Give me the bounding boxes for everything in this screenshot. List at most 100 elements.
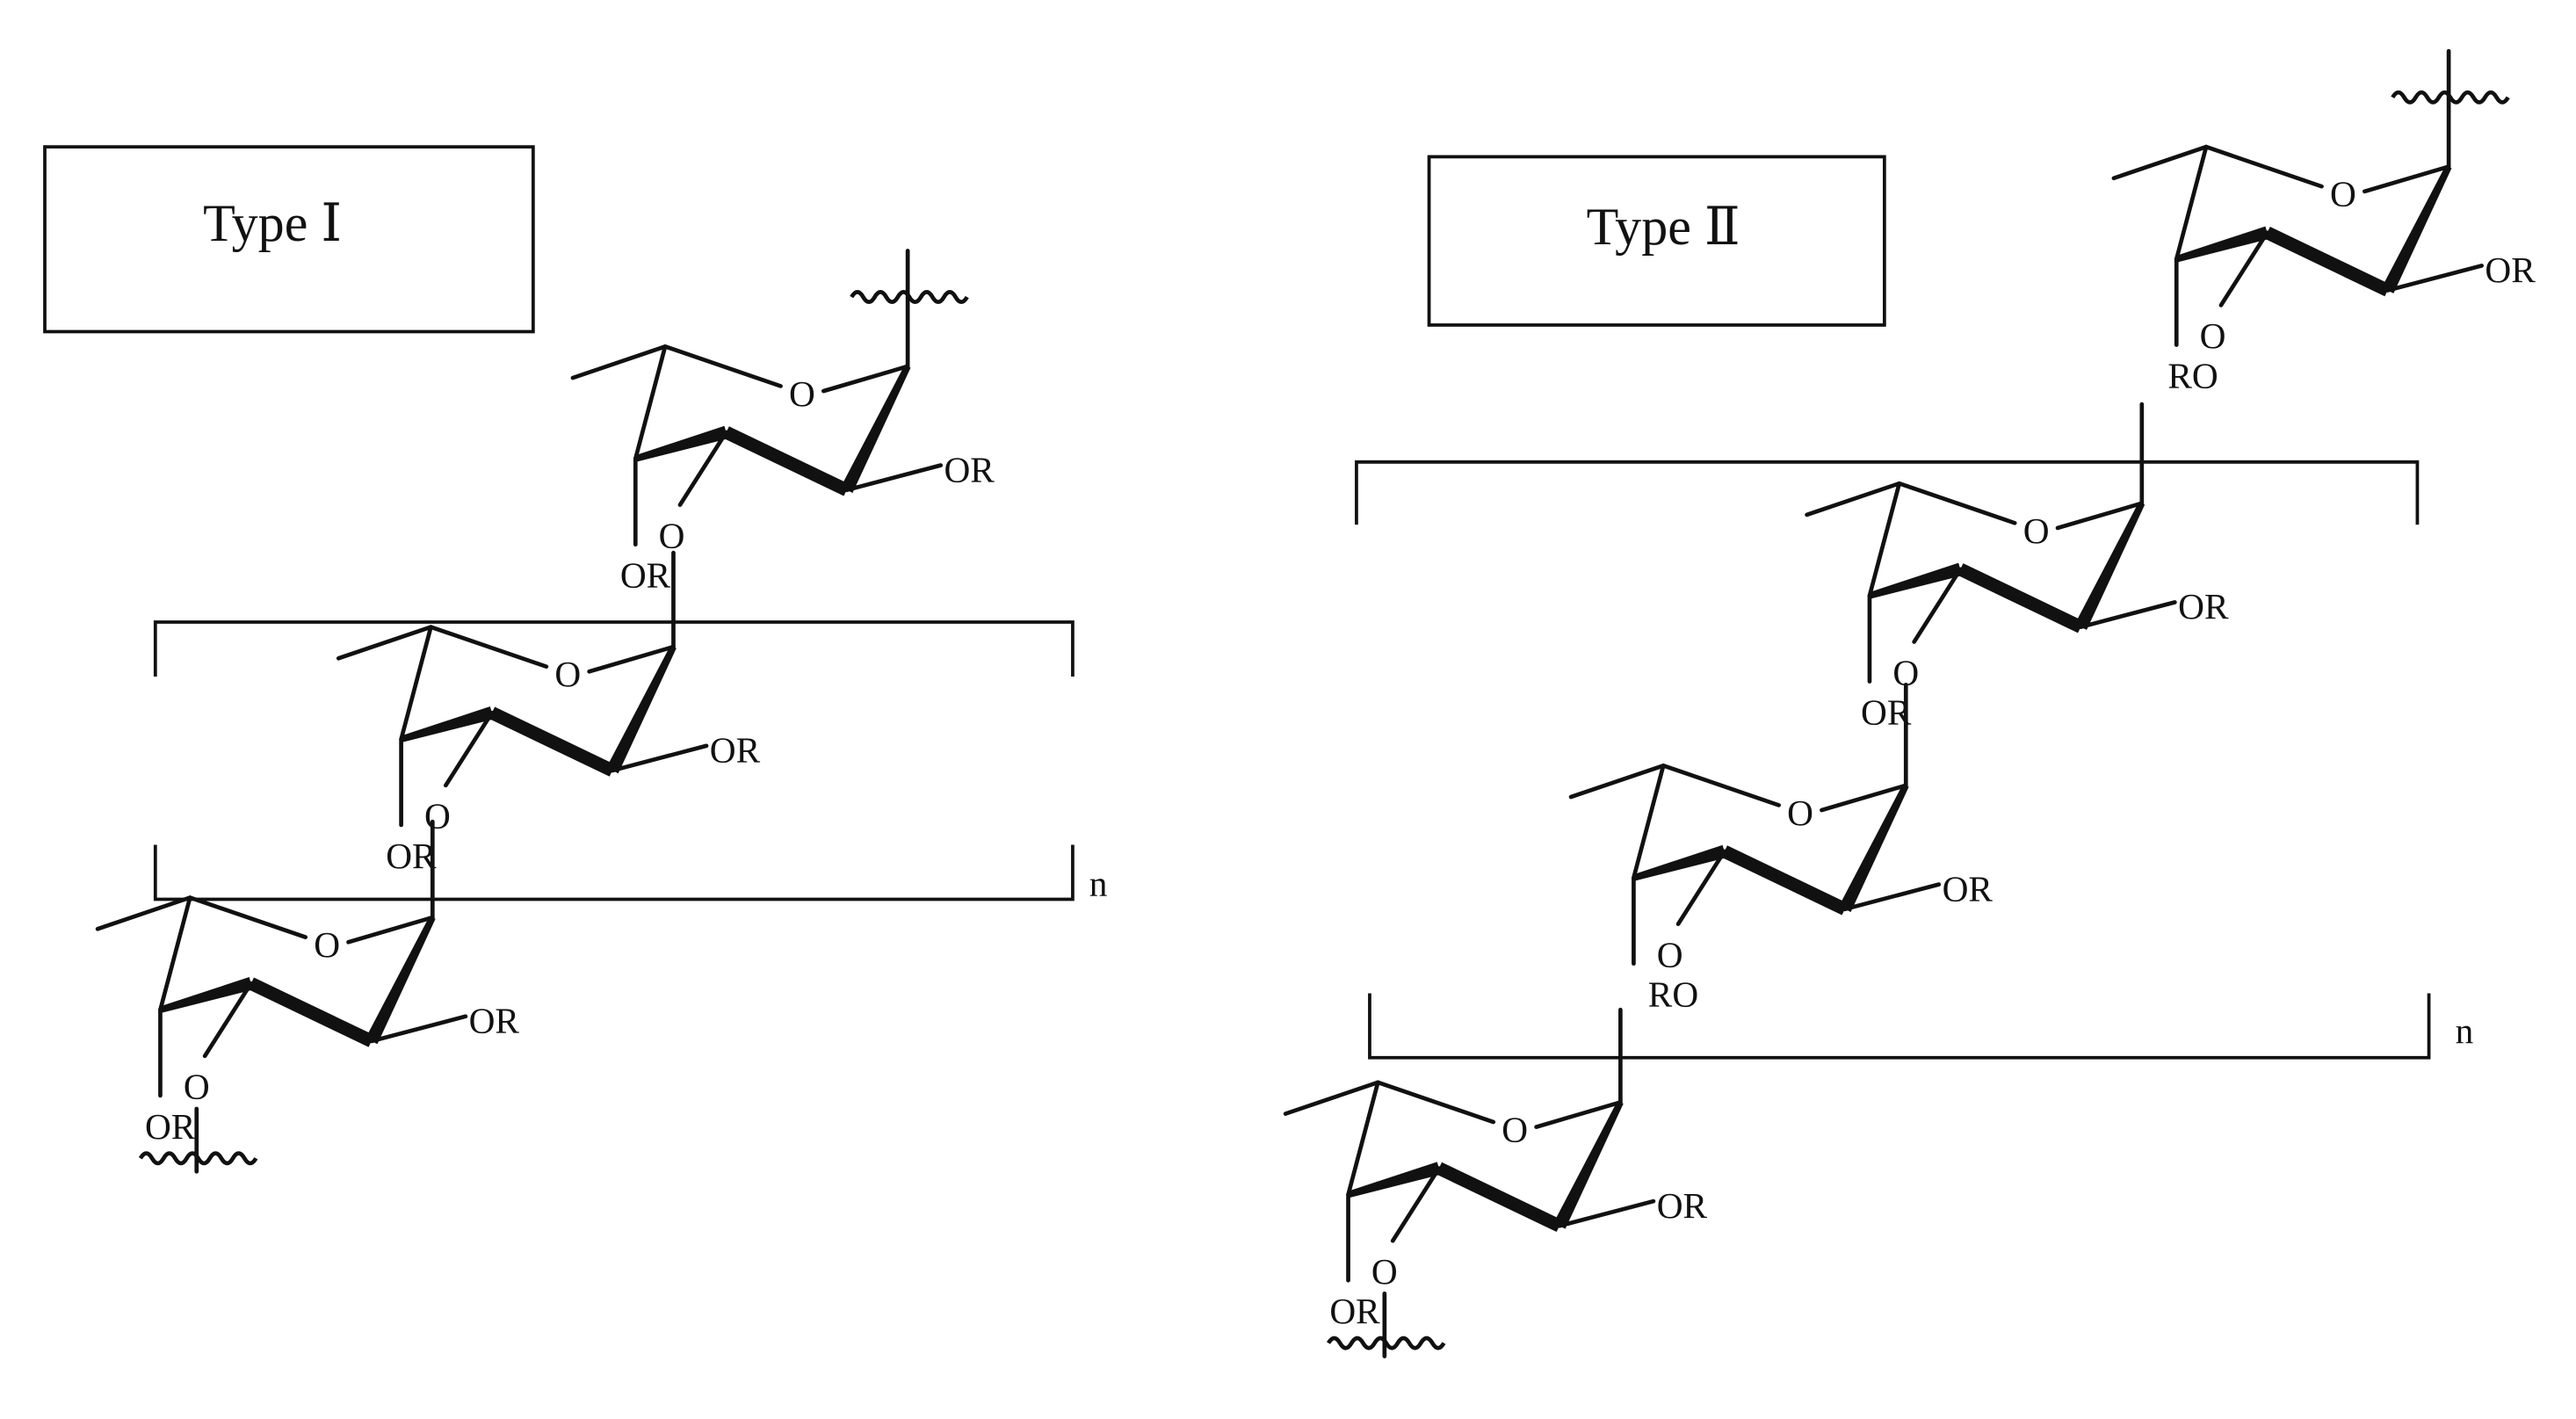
ring-bond	[2111, 144, 2209, 181]
ring-bond	[158, 895, 192, 1012]
ring-bold-bond	[2074, 502, 2145, 630]
ring-oxygen-label: O	[1501, 1110, 1528, 1150]
ring-bold-bond	[2175, 226, 2269, 263]
ring-bold-bond	[365, 916, 436, 1045]
ring-bold-bond	[1868, 562, 1963, 599]
ring-bold-bond	[1839, 784, 1909, 913]
substituent-label-left: OR	[1861, 691, 1912, 732]
substituent-bond	[1842, 882, 1942, 912]
ring-bond	[399, 625, 433, 742]
ring-bond	[187, 895, 308, 939]
ring-bold-bond	[1553, 1100, 1624, 1229]
linkage-oxygen-label: O	[659, 515, 685, 555]
ring-bold-bond	[723, 426, 850, 496]
ring-oxygen-label: O	[314, 924, 340, 965]
ring-bond	[336, 625, 433, 661]
type-ii-title-box	[1427, 155, 1886, 327]
type-ii-title: Type Ⅱ	[1587, 197, 1740, 256]
type-i-repeat-bracket-bottom	[153, 844, 1075, 901]
ring-oxygen-label: O	[1787, 793, 1813, 833]
wavy-line	[2391, 90, 2510, 105]
ring-bond	[2362, 164, 2451, 194]
type-i-repeat-subscript: n	[1089, 864, 1108, 904]
ring-bold-bond	[1632, 844, 1726, 881]
substituent-label-right: OR	[1657, 1185, 1708, 1226]
substituent-label-left: RO	[2167, 355, 2218, 395]
ring-bold-bond	[2381, 165, 2452, 293]
ring-bond	[1283, 1080, 1380, 1116]
ring-bond	[1661, 764, 1782, 807]
ring-oxygen-label: O	[2330, 174, 2356, 214]
wavy-line	[1326, 1336, 1446, 1350]
type-ii-repeat-bracket-top	[1355, 460, 2420, 525]
ring-bond	[429, 625, 549, 670]
substituent-bond	[2385, 263, 2485, 293]
type-i-title: Type Ⅰ	[203, 193, 342, 252]
ring-bond	[2055, 501, 2145, 531]
ring-bond	[662, 344, 783, 388]
substituent-label-left: OR	[620, 555, 671, 596]
ring-oxygen-label: O	[2023, 510, 2050, 551]
ring-oxygen-label: O	[554, 654, 581, 694]
ring-bold-bond	[2264, 227, 2391, 297]
linkage-bond	[1390, 1166, 1442, 1243]
ring-bond	[1534, 1100, 1623, 1129]
linkage-bond	[1912, 567, 1963, 644]
ring-bond	[1897, 481, 2017, 525]
type-i-title-box	[43, 145, 535, 334]
ring-bond	[1568, 764, 1666, 800]
wavy-line	[138, 1151, 258, 1166]
ring-bond	[1867, 481, 1902, 598]
substituent-bond	[2078, 600, 2177, 629]
linkage-oxygen-label: O	[424, 796, 451, 836]
ring-bold-bond	[1347, 1162, 1441, 1198]
ring-bond	[821, 364, 910, 394]
linkage-oxygen-label: O	[1657, 934, 1683, 974]
substituent-label-right: OR	[469, 1001, 520, 1041]
substituent-label-left: OR	[1329, 1291, 1380, 1331]
substituent-label-left: OR	[386, 836, 437, 876]
ring-bond	[346, 915, 435, 945]
ring-bond	[1632, 764, 1666, 880]
linkage-bond	[1675, 849, 1727, 926]
linkage-bond	[2218, 230, 2269, 308]
linkage-oxygen-label: O	[1371, 1251, 1398, 1292]
ring-bold-bond	[1957, 563, 2084, 633]
substituent-label-left: OR	[145, 1106, 196, 1147]
type-ii-repeat-bracket-bottom	[1368, 993, 2431, 1060]
linkage-bond	[677, 430, 728, 507]
substituent-bond	[1557, 1198, 1656, 1228]
substituent-label-right: OR	[944, 449, 995, 489]
substituent-label-right: OR	[1943, 868, 1994, 909]
substituent-bond	[369, 1014, 468, 1044]
substituent-bond	[610, 743, 709, 773]
ring-bold-bond	[488, 706, 616, 777]
ring-bold-bond	[400, 706, 495, 742]
ring-bold-bond	[1721, 845, 1849, 916]
ring-bond	[1375, 1080, 1496, 1125]
linkage-oxygen-label: O	[2200, 315, 2226, 356]
substituent-label-right: OR	[2178, 586, 2229, 626]
ring-bold-bond	[248, 977, 375, 1047]
substituent-bond	[844, 463, 944, 493]
ring-bond	[633, 344, 668, 461]
ring-bond	[1346, 1080, 1380, 1197]
linkage-oxygen-label: O	[184, 1067, 210, 1107]
ring-oxygen-label: O	[789, 373, 815, 414]
linkage-bond	[443, 710, 495, 788]
ring-bond	[1805, 481, 1902, 518]
ring-bold-bond	[1436, 1162, 1563, 1233]
wavy-line	[850, 290, 969, 304]
substituent-label-right: OR	[710, 730, 761, 771]
substituent-label-left: RO	[1648, 974, 1698, 1015]
